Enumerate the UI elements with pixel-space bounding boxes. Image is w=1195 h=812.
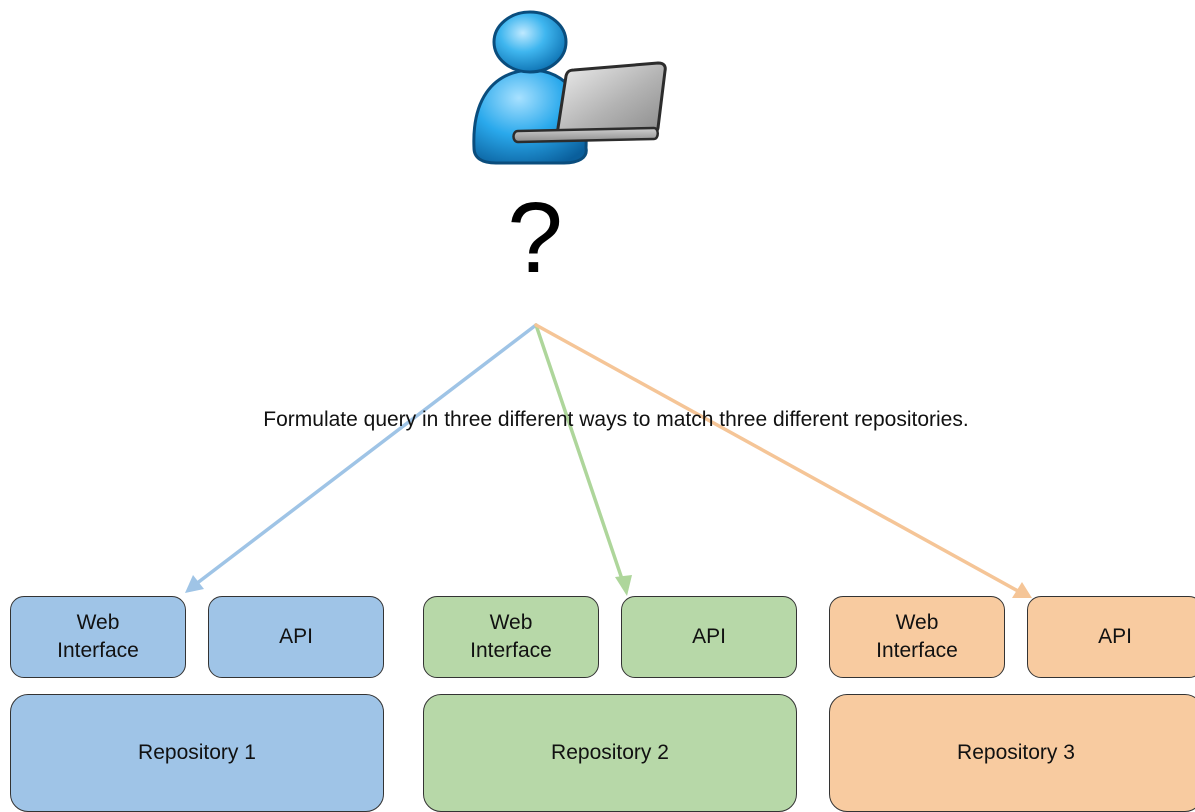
arrowhead-repository-3 — [1012, 582, 1032, 598]
question-mark: ? — [507, 182, 563, 294]
arrow-to-repository-2 — [534, 323, 625, 584]
repository-2: Repository 2 — [423, 694, 797, 812]
repo-1-api: API — [208, 596, 384, 678]
arrowhead-repository-2 — [615, 575, 632, 596]
repo-3-api: API — [1027, 596, 1195, 678]
arrowhead-repository-1 — [185, 575, 204, 593]
repository-3: Repository 3 — [829, 694, 1195, 812]
repo-3-web-interface: Web Interface — [829, 596, 1005, 678]
caption: Formulate query in three different ways … — [263, 408, 969, 431]
arrow-to-repository-1 — [194, 323, 538, 586]
arrow-to-repository-3 — [534, 323, 1020, 593]
repo-2-api: API — [621, 596, 797, 678]
repo-2-web-interface: Web Interface — [423, 596, 599, 678]
user-with-laptop-icon — [472, 10, 667, 165]
repository-1: Repository 1 — [10, 694, 384, 812]
repo-1-web-interface: Web Interface — [10, 596, 186, 678]
